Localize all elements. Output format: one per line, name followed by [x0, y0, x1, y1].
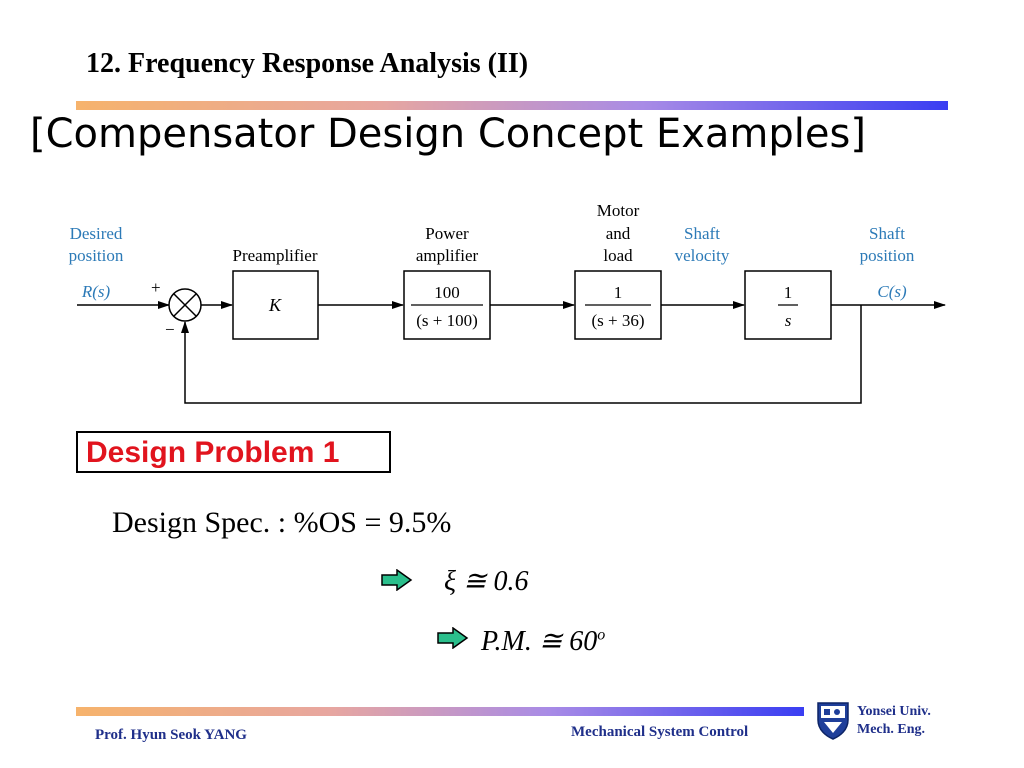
design-spec: Design Spec. : %OS = 9.5%	[112, 506, 452, 539]
desired-position-label-line1: Desired	[70, 224, 123, 243]
degree-superscript: o	[597, 626, 606, 644]
integrator-numerator: 1	[784, 283, 793, 302]
input-signal-label: R(s)	[81, 282, 111, 301]
department-name: Mech. Eng.	[857, 722, 926, 737]
motor-label-line3: load	[603, 246, 633, 265]
shaft-position-label-line1: Shaft	[869, 224, 905, 243]
power-amplifier-label-line1: Power	[425, 224, 469, 243]
university-name: Yonsei Univ.	[857, 704, 931, 719]
motor-numerator: 1	[614, 283, 623, 302]
slide-subtitle: [Compensator Design Concept Examples]	[30, 111, 866, 157]
design-problem-box	[76, 431, 391, 473]
title-divider	[76, 101, 948, 110]
power-amplifier-numerator: 100	[434, 283, 460, 302]
slide-title: 12. Frequency Response Analysis (II)	[86, 48, 529, 79]
feedback-path	[181, 305, 862, 404]
preamplifier-gain: K	[268, 295, 282, 315]
footer-divider	[76, 707, 804, 716]
integrator-denominator: s	[785, 311, 792, 330]
summing-junction	[168, 288, 202, 322]
preamplifier-block	[232, 270, 319, 340]
shaft-position-label-line2: position	[860, 246, 915, 265]
output-signal-label: C(s)	[877, 282, 907, 301]
power-amplifier-label-line2: amplifier	[416, 246, 479, 265]
shaft-velocity-label-line1: Shaft	[684, 224, 720, 243]
shaft-velocity-label-line2: velocity	[675, 246, 730, 265]
motor-label-line1: Motor	[597, 201, 640, 220]
yonsei-shield-icon	[817, 702, 849, 740]
right-arrow-icon	[437, 627, 469, 649]
phase-margin-text: P.M. ≅ 60	[481, 626, 598, 657]
block-diagram: Desired position Preamplifier Power ampl…	[69, 201, 946, 404]
sum-minus-sign: −	[165, 320, 175, 339]
desired-position-label-line2: position	[69, 246, 124, 265]
damping-ratio-result: ξ ≅ 0.6	[444, 566, 529, 597]
motor-denominator: (s + 36)	[591, 311, 644, 330]
preamplifier-label: Preamplifier	[233, 246, 318, 265]
design-problem-label: Design Problem 1	[86, 436, 340, 469]
sum-plus-sign: +	[151, 278, 161, 297]
footer-author: Prof. Hyun Seok YANG	[95, 727, 247, 743]
footer-course: Mechanical System Control	[571, 724, 749, 740]
motor-label-line2: and	[606, 224, 631, 243]
right-arrow-icon	[381, 569, 413, 591]
power-amplifier-denominator: (s + 100)	[416, 311, 478, 330]
phase-margin-result: P.M. ≅ 60o	[481, 624, 605, 658]
